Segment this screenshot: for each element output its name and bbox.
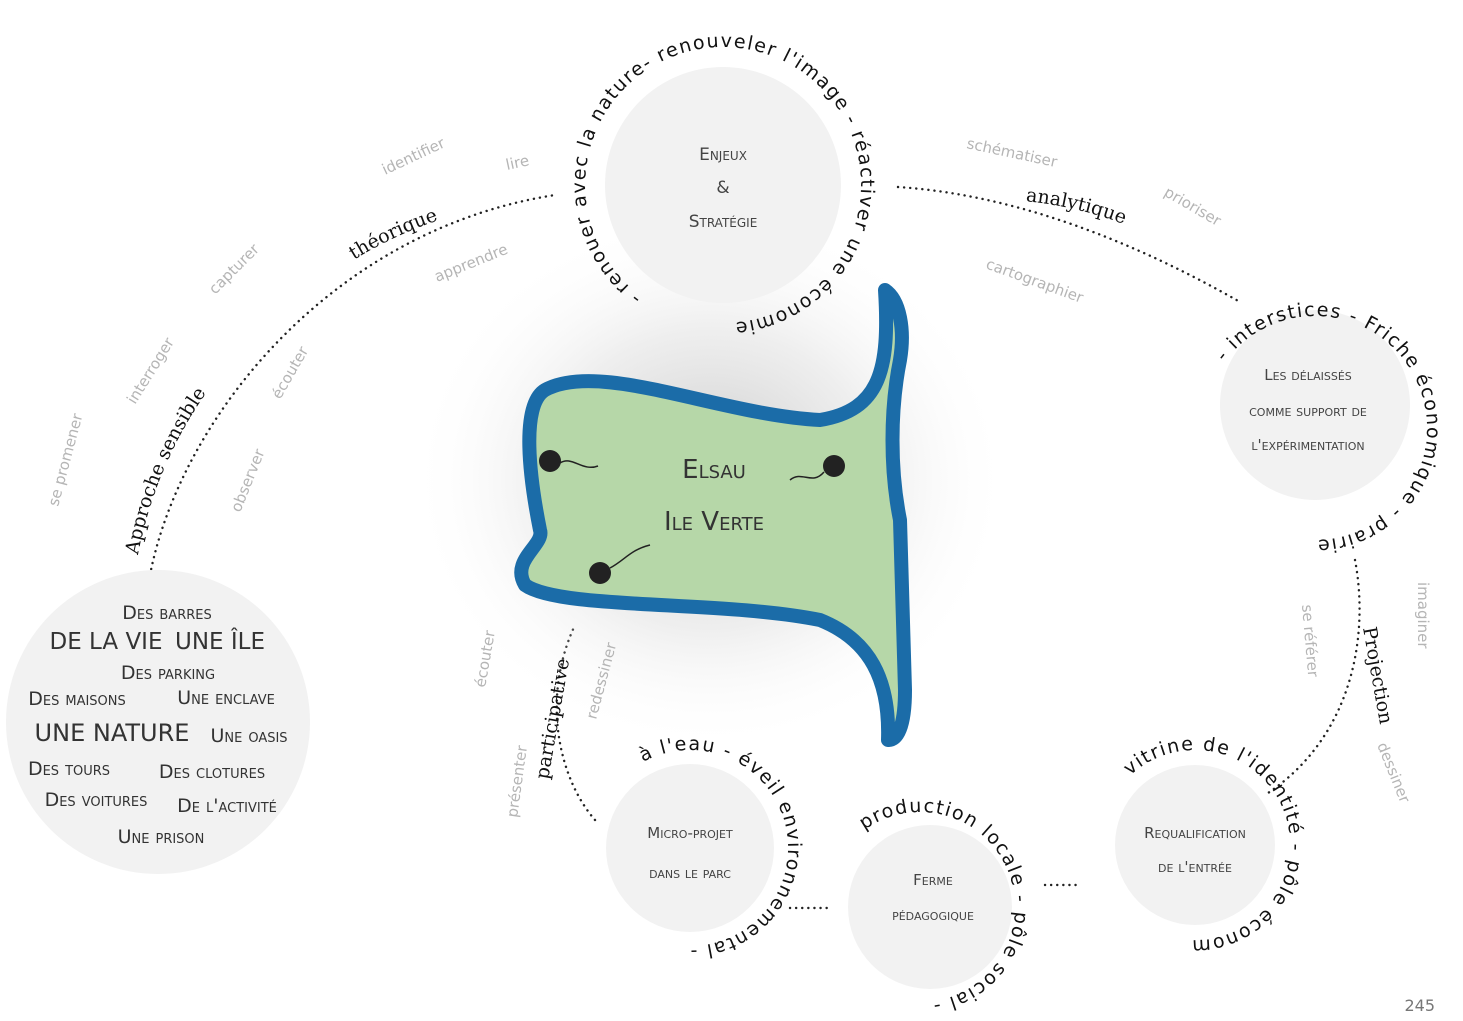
verb-schematiser: schématiser [965,134,1059,171]
node-circle [606,764,774,932]
node-title-line1: Enjeux [699,145,747,165]
cloud-word: Des maisons [28,688,126,710]
node-circle [848,825,1012,989]
verb-identifier: identifier [379,134,448,179]
node-vie-cloud: Des barres DE LA VIE UNE ÎLE Des parking… [6,570,310,874]
verb-lire: lire [504,151,531,173]
verb-dessiner: dessiner [1373,740,1414,806]
marker-dot [539,450,561,472]
node-title-line2: comme support de [1249,402,1367,420]
marker-dot [589,562,611,584]
page-number: 245 [1404,996,1435,1015]
label-theorique: théorique [345,204,440,264]
node-title-line1: Requalification [1144,824,1246,842]
verb-interroger: interroger [123,334,178,408]
cloud-word: Une oasis [210,725,287,747]
node-title-line3: Stratégie [689,212,758,232]
node-title-line1: Les délaissés [1264,366,1352,384]
node-circle [1220,310,1410,500]
marker-tail [789,471,825,481]
node-enjeux: Enjeux & Stratégie - renouer avec la nat… [0,0,877,340]
cloud-word: UNE NATURE [35,719,190,747]
verb-imaginer: imaginer [1414,582,1432,649]
node-title-line2: dans le parc [649,864,731,882]
cloud-word: DE LA VIE [50,629,163,655]
node-title-line2: & [716,178,729,198]
verb-capturer: capturer [205,240,263,298]
cloud-word: Des voitures [45,789,148,811]
island-shape [514,283,912,747]
cloud-word: Des parking [121,662,215,684]
center-title-line2: Ile Verte [664,507,764,537]
connector-projection [1263,558,1361,797]
verb-apprendre: apprendre [432,240,511,286]
cloud-word: Une enclave [177,687,275,709]
verb-cartographier: cartographier [984,255,1087,307]
cloud-word: De l'activité [177,795,277,817]
node-circle [605,67,841,303]
verb-presenter: présenter [503,744,531,819]
node-title-line1: Micro-projet [647,824,733,842]
label-approche-sensible: Approche sensible [121,383,210,557]
marker-tail [609,544,651,569]
cloud-word: Des barres [122,602,211,624]
verb-se-referer: se référer [1298,604,1322,679]
label-analytique: analytique [1025,184,1130,229]
island-dots [539,450,845,584]
verb-observer: observer [227,446,269,515]
marker-tail [559,460,599,469]
label-projection: Projection [1358,625,1397,726]
cloud-word: Des tours [28,758,110,780]
node-title-line2: pédagogique [892,906,974,924]
node-title-line2: de l'entrée [1158,858,1232,876]
node-circle [1115,765,1275,925]
connector-analytique [896,185,1242,304]
cloud-word: Une prison [118,826,205,848]
node-circle [6,570,310,874]
marker-dot [823,455,845,477]
center-title-line1: Elsau [682,455,746,485]
node-title-line3: l'expérimentation [1251,436,1364,454]
verb-ecouter-1: écouter [268,343,313,402]
node-title-line1: Ferme [913,871,953,889]
verb-se-promener: se promener [44,411,86,508]
cloud-word: Des clotures [159,761,265,783]
connector-sensible-theorique [148,193,557,577]
verb-prioriser: prioriser [1161,183,1225,230]
cloud-word: UNE ÎLE [175,627,265,655]
